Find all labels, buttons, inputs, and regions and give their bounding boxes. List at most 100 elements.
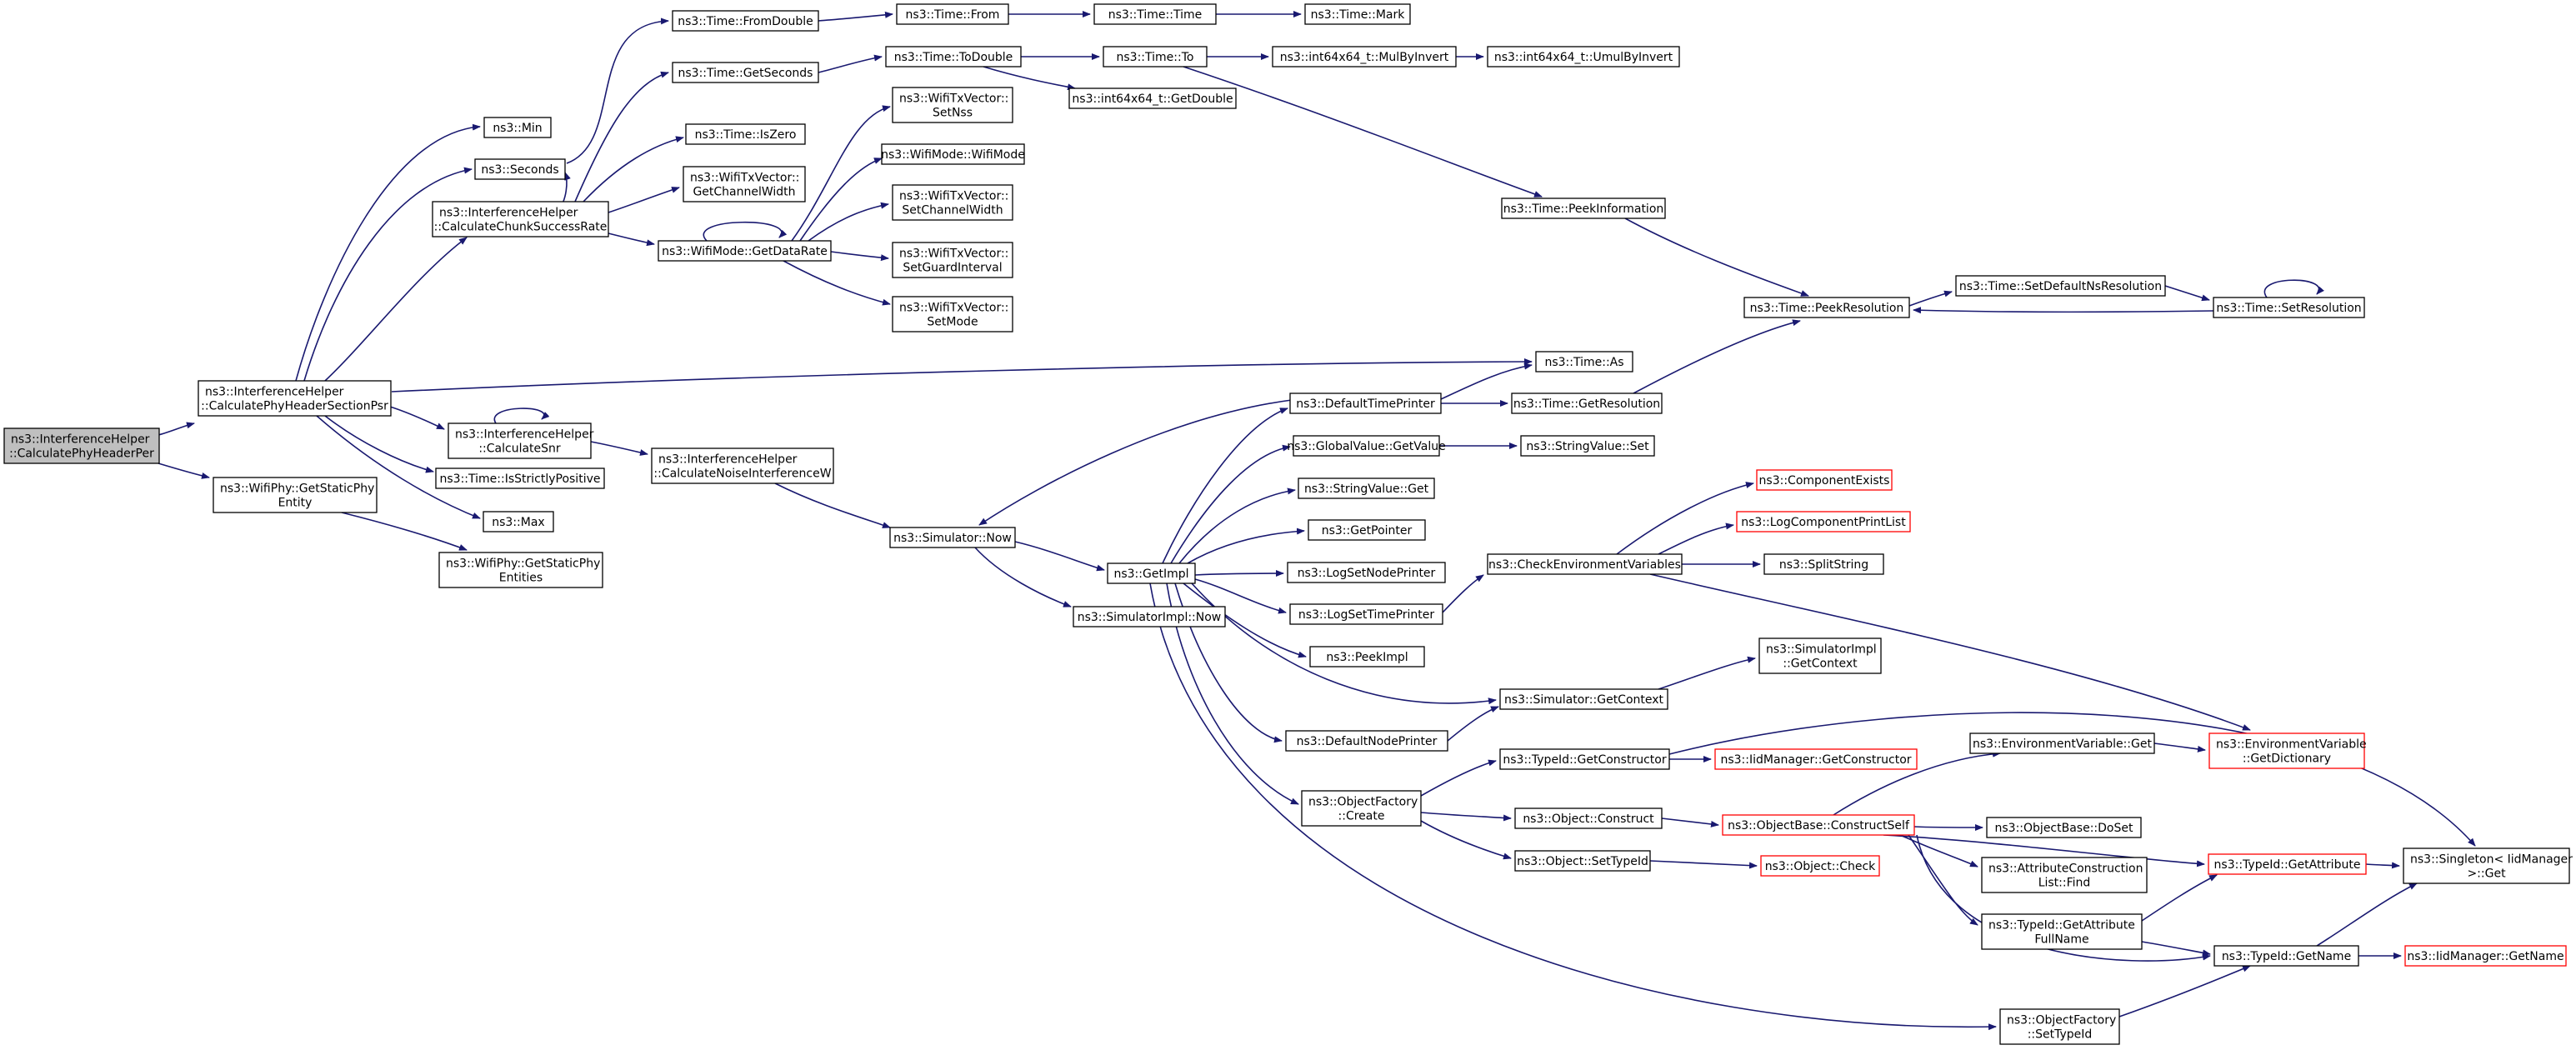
edge-getimpl-to-lognodep [1194,570,1284,578]
node-min[interactable]: ns3::Min [483,117,552,138]
node-svset[interactable]: ns3::StringValue::Set [1520,435,1655,457]
node-box [1714,748,1918,770]
node-to[interactable]: ns3::Time::To [1103,46,1208,68]
node-getpointer[interactable]: ns3::GetPointer [1308,519,1426,541]
node-fromdouble[interactable]: ns3::Time::FromDouble [672,10,819,32]
node-setnss[interactable]: ns3::WifiTxVector::SetNss [892,87,1013,123]
node-label: ns3::IidManager::GetConstructor [1720,753,1911,767]
node-box [1093,3,1217,25]
node-as[interactable]: ns3::Time::As [1535,351,1633,372]
node-getattr[interactable]: ns3::TypeId::GetAttribute [2208,853,2367,875]
node-getres[interactable]: ns3::Time::GetResolution [1511,392,1663,414]
node-peekinfo[interactable]: ns3::Time::PeekInformation [1501,198,1666,219]
edge-ofcreate-to-objconstruct [1420,812,1512,822]
node-getimpl[interactable]: ns3::GetImpl [1107,562,1196,584]
node-getdouble[interactable]: ns3::int64x64_t::GetDouble [1068,88,1237,109]
node-ofsettypeid[interactable]: ns3::ObjectFactory::SetTypeId [1999,1008,2120,1045]
node-label: ::CalculateChunkSuccessRate [434,221,608,234]
node-root[interactable]: ns3::InterferenceHelper::CalculatePhyHea… [3,428,160,464]
edge-logtimep-to-checkenv [1442,574,1484,613]
node-sec[interactable]: ns3::InterferenceHelper::CalculatePhyHea… [198,380,392,417]
node-wifimode[interactable]: ns3::WifiMode::WifiMode [881,143,1025,165]
edge-sec-to-as [391,358,1533,392]
node-objsettypeid[interactable]: ns3::Object::SetTypeId [1514,850,1651,872]
node-envdict[interactable]: ns3::EnvironmentVariable::GetDictionary [2208,732,2367,769]
node-svget[interactable]: ns3::StringValue::Get [1298,478,1435,499]
node-label: ns3::EnvironmentVariable::Get [1973,738,2152,751]
node-lognodep[interactable]: ns3::LogSetNodePrinter [1287,562,1446,583]
node-label: ns3::Simulator::GetContext [1504,693,1664,707]
node-box [1736,511,1911,532]
node-from[interactable]: ns3::Time::From [896,3,1009,25]
node-seconds[interactable]: ns3::Seconds [474,158,566,180]
node-umulbyinv[interactable]: ns3::int64x64_t::UmulByInvert [1487,46,1680,68]
node-implnow[interactable]: ns3::SimulatorImpl::Now [1073,606,1226,628]
node-box [889,527,1016,548]
node-time[interactable]: ns3::Time::Time [1093,3,1217,25]
node-setcw[interactable]: ns3::WifiTxVector::SetChannelWidth [892,184,1013,221]
node-label: ns3::LogComponentPrintList [1741,516,1906,529]
node-box [1999,1008,2120,1045]
node-objcheck[interactable]: ns3::Object::Check [1760,855,1880,877]
node-peekres[interactable]: ns3::Time::PeekResolution [1743,297,1910,318]
edge-getname-to-singleton [2316,882,2418,947]
node-setdefns[interactable]: ns3::Time::SetDefaultNsResolution [1955,275,2166,297]
node-logcompprint[interactable]: ns3::LogComponentPrintList [1736,511,1911,532]
node-label: SetChannelWidth [902,204,1003,218]
node-box [448,422,592,459]
node-label: ns3::TypeId::GetAttribute [2214,858,2361,872]
node-isstrict[interactable]: ns3::Time::IsStrictlyPositive [435,468,605,489]
node-box [892,87,1013,123]
node-getseconds[interactable]: ns3::Time::GetSeconds [672,62,819,83]
node-envget[interactable]: ns3::EnvironmentVariable::Get [1969,732,2155,754]
node-getctor[interactable]: ns3::TypeId::GetConstructor [1499,748,1670,770]
node-datarate[interactable]: ns3::WifiMode::GetDataRate [658,240,832,262]
node-iidgetctor[interactable]: ns3::IidManager::GetConstructor [1714,748,1918,770]
node-box [483,511,554,532]
node-label: ns3::Time::GetSeconds [678,67,813,80]
node-chunk[interactable]: ns3::InterferenceHelper::CalculateChunkS… [432,201,609,238]
node-deftimeprinter[interactable]: ns3::DefaultTimePrinter [1289,392,1442,414]
node-box [1969,732,2155,754]
node-getcw[interactable]: ns3::WifiTxVector::GetChannelWidth [683,166,806,202]
node-iidgetname[interactable]: ns3::IidManager::GetName [2404,945,2567,967]
node-setgi[interactable]: ns3::WifiTxVector::SetGuardInterval [892,242,1013,278]
node-mulbyinv[interactable]: ns3::int64x64_t::MulByInvert [1272,46,1457,68]
node-splitstring[interactable]: ns3::SplitString [1763,553,1884,575]
node-label: ns3::StringValue::Set [1526,440,1649,453]
node-noise[interactable]: ns3::InterferenceHelper::CalculateNoiseI… [651,448,834,484]
node-defnodep[interactable]: ns3::DefaultNodePrinter [1285,730,1448,752]
node-mark[interactable]: ns3::Time::Mark [1304,3,1411,25]
node-snr[interactable]: ns3::InterferenceHelper::CalculateSnr [448,422,594,459]
node-constructself[interactable]: ns3::ObjectBase::ConstructSelf [1722,814,1915,836]
node-iszero[interactable]: ns3::Time::IsZero [685,123,806,145]
node-implgetctx[interactable]: ns3::SimulatorImpl::GetContext [1758,638,1882,674]
node-compexists[interactable]: ns3::ComponentExists [1756,469,1893,491]
node-objconstruct[interactable]: ns3::Object::Construct [1514,808,1663,829]
node-simgetctx[interactable]: ns3::Simulator::GetContext [1499,688,1668,710]
node-label: ns3::Time::Mark [1311,8,1406,22]
node-peekimpl[interactable]: ns3::PeekImpl [1309,646,1425,668]
node-label: ns3::ObjectBase::ConstructSelf [1728,819,1910,832]
node-box [432,201,609,238]
node-setres[interactable]: ns3::Time::SetResolution [2213,297,2365,318]
node-max[interactable]: ns3::Max [483,511,554,532]
node-doset[interactable]: ns3::ObjectBase::DoSet [1986,817,2142,838]
node-box [1499,748,1670,770]
node-checkenv[interactable]: ns3::CheckEnvironmentVariables [1487,553,1683,575]
node-ofcreate[interactable]: ns3::ObjectFactory::Create [1301,790,1422,827]
node-todouble[interactable]: ns3::Time::ToDouble [885,46,1022,68]
node-label: ns3::TypeId::GetConstructor [1503,753,1666,767]
edge-datarate-to-setcw [808,202,889,242]
node-box [1487,553,1683,575]
node-gvget[interactable]: ns3::GlobalValue::GetValue [1287,435,1446,457]
node-getname[interactable]: ns3::TypeId::GetName [2213,945,2359,967]
node-setmode[interactable]: ns3::WifiTxVector::SetMode [892,296,1013,332]
node-now[interactable]: ns3::Simulator::Now [889,527,1016,548]
node-singleton[interactable]: ns3::Singleton< IidManager >::Get [2403,848,2573,884]
node-logtimep[interactable]: ns3::LogSetTimePrinter [1289,603,1443,625]
